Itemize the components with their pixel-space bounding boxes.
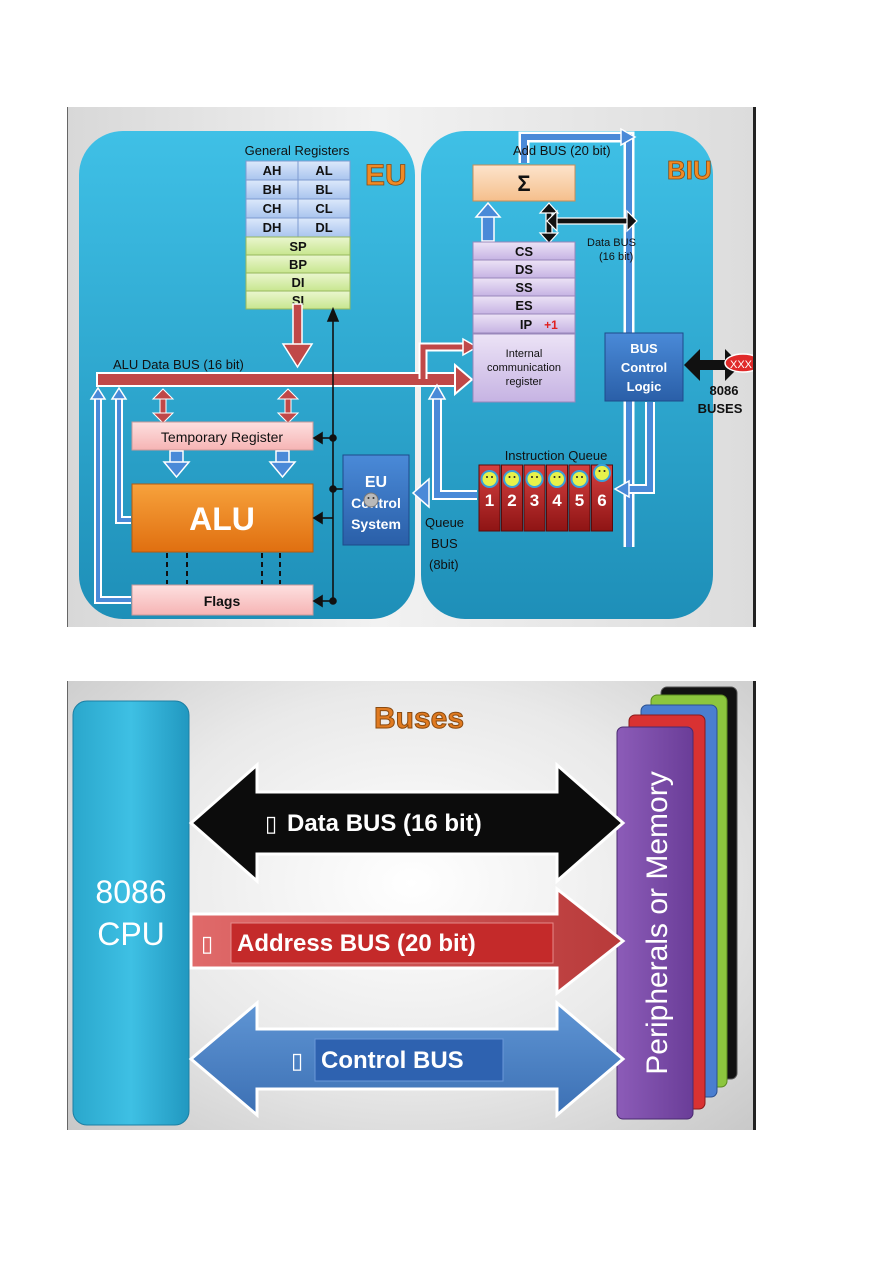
queue-slot-label: 1 bbox=[485, 491, 494, 510]
queue-slot-label: 5 bbox=[575, 491, 584, 510]
internal-communication-register bbox=[472, 333, 576, 403]
segment-register-label: SS bbox=[515, 280, 533, 295]
biu-to-queue-arrow bbox=[613, 402, 655, 499]
svg-text:XXX: XXX bbox=[730, 359, 753, 371]
control-lines bbox=[312, 306, 343, 608]
register-label: BH bbox=[263, 182, 282, 197]
segment-to-adder-arrow bbox=[474, 201, 502, 242]
alu-block bbox=[131, 483, 314, 553]
ip-label: IP bbox=[520, 317, 533, 332]
control-bus-label: Control BUS bbox=[321, 1047, 464, 1074]
peripherals-stack bbox=[616, 686, 738, 1120]
segment-registers-table: CS DS SS ES bbox=[472, 241, 576, 315]
queue-bus-line3: (8bit) bbox=[429, 557, 459, 572]
queue-slot-label: 3 bbox=[530, 491, 539, 510]
feedback-arrows bbox=[89, 386, 131, 604]
eu-biu-diagram: EU BIU General Registers AH AL BH BL CH CL DH D… bbox=[67, 107, 756, 627]
smiley-icon bbox=[503, 470, 521, 488]
instruction-queue-title: Instruction Queue bbox=[505, 448, 608, 463]
control-bus-arrow bbox=[188, 999, 626, 1119]
internal-register-line3: register bbox=[506, 376, 543, 388]
flags-label: Flags bbox=[204, 593, 241, 609]
smiley-icon bbox=[525, 470, 544, 488]
bus-control-line1: BUS bbox=[630, 341, 658, 356]
buses-label-1: 8086 bbox=[710, 383, 739, 398]
smiley-icon bbox=[480, 470, 499, 488]
address-bus-bullet: ▯ bbox=[201, 931, 213, 956]
internal-register-line1: Internal bbox=[506, 348, 543, 360]
segment-register-label: DS bbox=[515, 262, 533, 277]
si-down-arrow bbox=[281, 303, 314, 369]
peripherals-label: Peripherals or Memory bbox=[641, 771, 674, 1074]
temporary-register-label: Temporary Register bbox=[161, 429, 283, 445]
ip-increment: +1 bbox=[544, 318, 558, 332]
bus-control-line3: Logic bbox=[627, 379, 662, 394]
segment-register-label: ES bbox=[515, 298, 533, 313]
address-bus-arrow bbox=[189, 885, 626, 997]
alu-label: ALU bbox=[189, 501, 255, 537]
register-label: DL bbox=[315, 220, 332, 235]
segment-register-label: CS bbox=[515, 244, 533, 259]
buses-title: Buses bbox=[374, 702, 464, 735]
queue-slot-label: 4 bbox=[552, 491, 562, 510]
pointer-register-label: DI bbox=[292, 275, 305, 290]
queue-output-arrow bbox=[411, 477, 430, 509]
smiley-icon bbox=[593, 464, 611, 482]
register-label: DH bbox=[263, 220, 282, 235]
alu-data-bus-label: ALU Data BUS (16 bit) bbox=[113, 357, 244, 372]
eu-control-line3: System bbox=[351, 516, 401, 532]
data-bus-label-2: (16 bit) bbox=[599, 251, 633, 263]
biu-label: BIU bbox=[667, 155, 712, 185]
adder-block bbox=[472, 164, 576, 202]
data-bus-arrow bbox=[538, 202, 638, 244]
cpu-label-2: CPU bbox=[97, 916, 165, 952]
temporary-register bbox=[131, 421, 314, 451]
queue-to-bus-arrow bbox=[427, 383, 477, 500]
eu-control-line1: EU bbox=[365, 474, 387, 491]
smiley-icon bbox=[363, 492, 379, 508]
queue-slot-label: 6 bbox=[597, 491, 606, 510]
alu-data-bus-arrow bbox=[96, 362, 474, 397]
address-bus-label: Address BUS (20 bit) bbox=[237, 930, 476, 957]
data-bus-label-large: Data BUS (16 bit) bbox=[287, 810, 482, 837]
adder-sigma: Σ bbox=[517, 171, 530, 196]
buses-diagram: Buses 8086 CPU Peripherals or Memory ▯ D… bbox=[67, 681, 756, 1130]
xxx-badge: XXX bbox=[724, 353, 756, 373]
queue-slot-label: 2 bbox=[507, 491, 516, 510]
bus-to-internal-register-arrow bbox=[418, 337, 479, 379]
ip-register bbox=[472, 313, 576, 334]
bus-control-logic bbox=[604, 332, 684, 402]
eu-label: EU bbox=[365, 159, 407, 192]
internal-register-line2: communication bbox=[487, 362, 561, 374]
queue-bus-line2: BUS bbox=[431, 536, 458, 551]
register-label: CL bbox=[315, 201, 332, 216]
register-label: BL bbox=[315, 182, 332, 197]
queue-bus-line1: Queue bbox=[425, 515, 464, 530]
data-bus-label-1: Data BUS bbox=[587, 237, 636, 249]
temp-to-alu-arrows bbox=[162, 450, 297, 479]
bus-temp-register-arrows bbox=[151, 388, 300, 424]
register-label: AL bbox=[315, 163, 332, 178]
general-registers-title: General Registers bbox=[245, 143, 350, 158]
register-label: AH bbox=[263, 163, 282, 178]
data-bus-bullet: ▯ bbox=[265, 811, 277, 836]
add-bus-label: Add BUS (20 bit) bbox=[513, 143, 611, 158]
buses-label-2: BUSES bbox=[698, 401, 743, 416]
pointer-register-label: SP bbox=[289, 239, 307, 254]
cpu-block bbox=[72, 700, 190, 1126]
cpu-label-1: 8086 bbox=[95, 874, 166, 910]
control-bus-bullet: ▯ bbox=[291, 1048, 303, 1073]
smiley-icon bbox=[548, 470, 566, 488]
register-label: CH bbox=[263, 201, 282, 216]
general-registers-table: AH AL BH BL CH CL DH DL bbox=[245, 160, 351, 238]
pointer-register-label: BP bbox=[289, 257, 307, 272]
bus-control-line2: Control bbox=[621, 360, 667, 375]
smiley-icon bbox=[570, 470, 589, 488]
flags-register bbox=[131, 584, 314, 616]
data-bus-arrow-large bbox=[188, 761, 626, 885]
